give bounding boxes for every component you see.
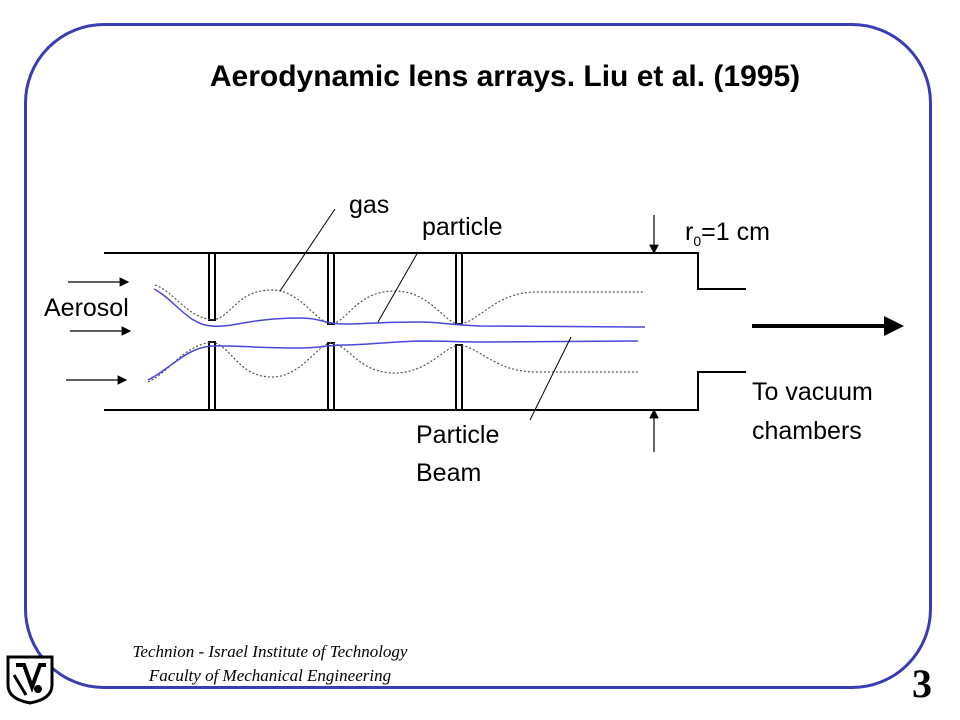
gas-upper — [154, 284, 645, 325]
radius-symbol: r — [685, 218, 694, 246]
particle-label: particle — [422, 213, 503, 241]
slide-title: Aerodynamic lens arrays. Liu et al. (199… — [209, 60, 801, 93]
particle-lower — [147, 340, 639, 381]
lens-2-lower — [327, 342, 335, 411]
footer: Technion - Israel Institute of Technolog… — [60, 640, 480, 688]
lens-2-upper — [327, 252, 335, 325]
radius-subscript: 0 — [693, 233, 702, 249]
lens-plates — [208, 252, 463, 411]
leader-lines — [279, 208, 572, 421]
slide-number: 3 — [912, 661, 932, 706]
upper-wall — [104, 252, 746, 290]
beam-label-line2: Beam — [416, 459, 482, 487]
slide-frame — [24, 23, 932, 689]
gas-lower — [147, 341, 638, 383]
radius-label: r0=1 cm — [685, 218, 770, 249]
beam-label-line1: Particle — [416, 421, 500, 449]
particle-trajectories — [147, 288, 646, 381]
particle-leader — [377, 251, 419, 323]
lens-1-upper — [208, 252, 216, 321]
lens-3-lower — [455, 344, 463, 411]
beam-leader — [529, 336, 572, 421]
gas-leader — [279, 208, 336, 292]
gas-label: gas — [349, 191, 390, 219]
lower-wall — [104, 371, 746, 411]
vacuum-label-line1: To vacuum — [752, 378, 873, 406]
gas-streamlines — [147, 284, 645, 383]
footer-faculty: Faculty of Mechanical Engineering — [148, 666, 392, 685]
vacuum-label-line2: chambers — [752, 417, 862, 445]
tube-walls — [104, 252, 746, 411]
technion-logo-icon — [6, 655, 54, 705]
radius-value: =1 cm — [701, 218, 770, 246]
footer-institution: Technion - Israel Institute of Technolog… — [132, 642, 408, 661]
lens-1-lower — [208, 341, 216, 411]
aerosol-label: Aerosol — [44, 294, 129, 322]
aerosol-arrows — [66, 277, 132, 385]
particle-upper — [153, 288, 646, 328]
lens-3-upper — [455, 252, 463, 325]
